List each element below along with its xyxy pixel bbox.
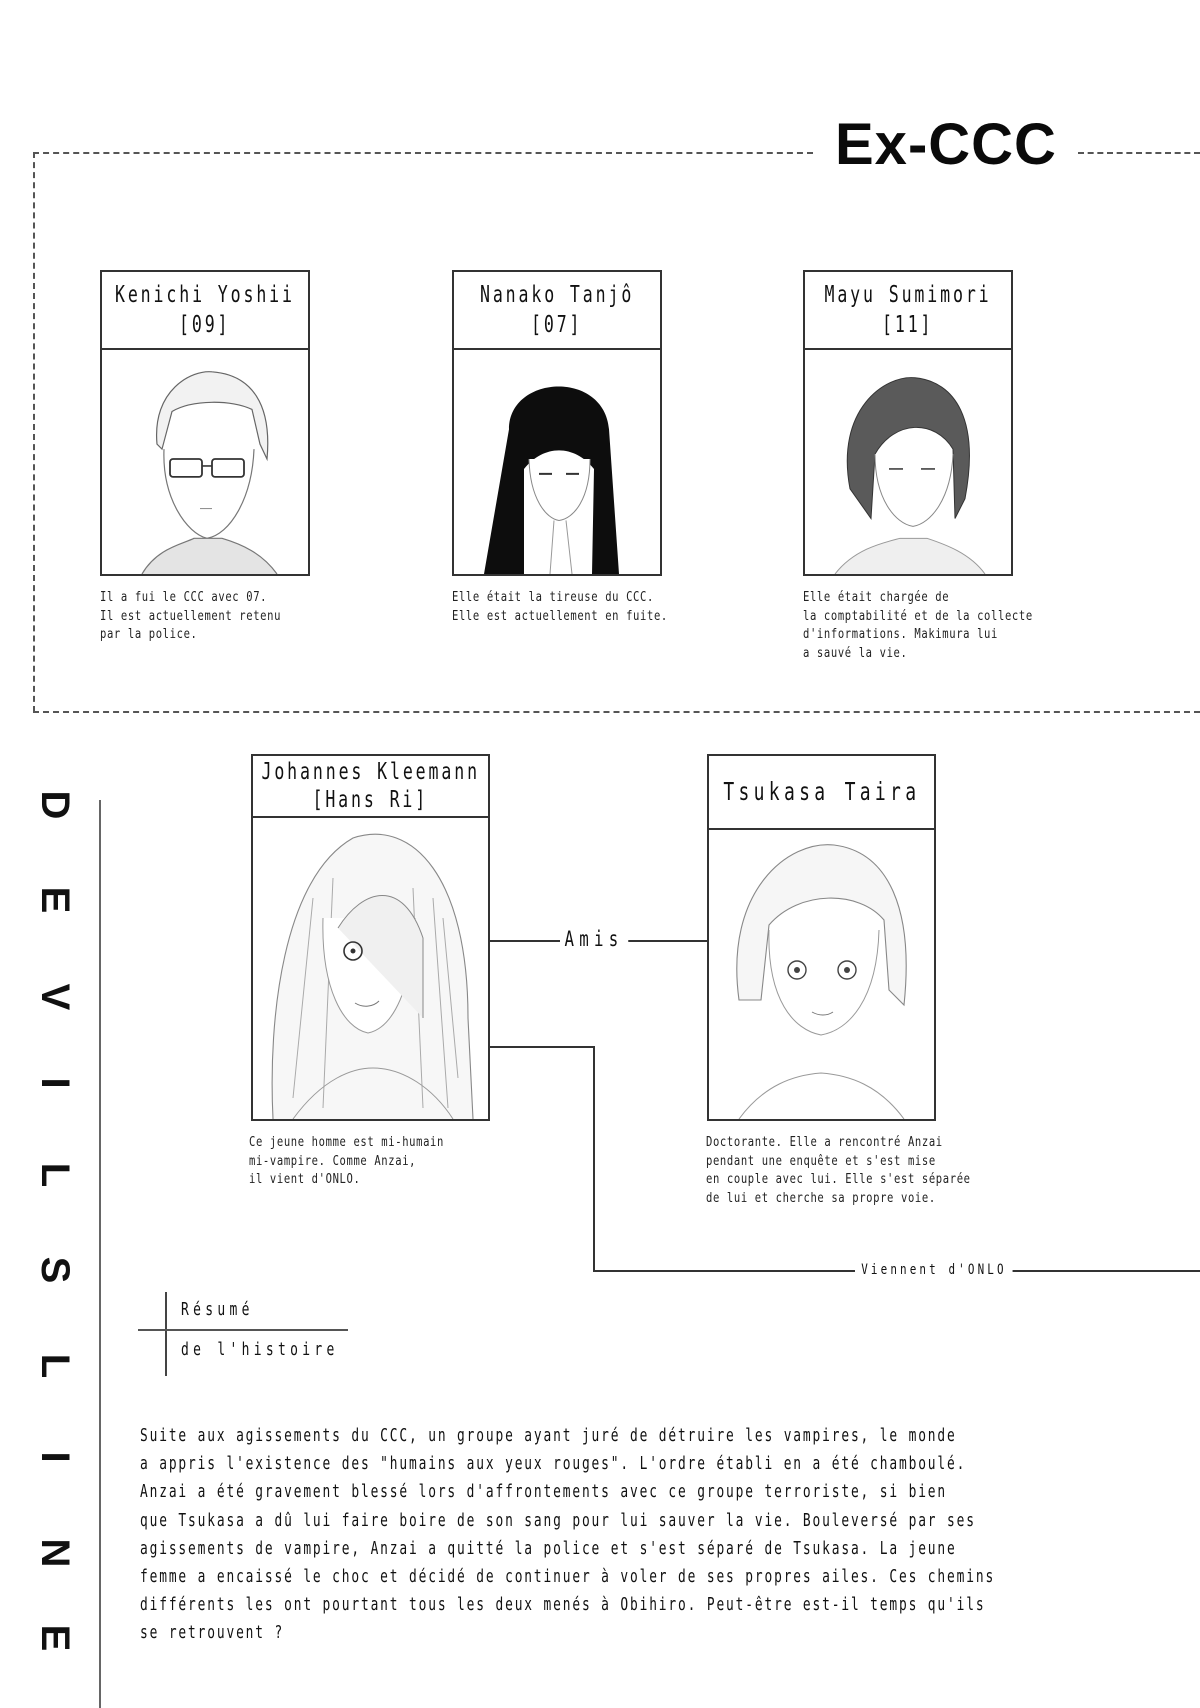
character-code: [11] [882,312,934,338]
resume-vertical-rule [165,1292,167,1376]
character-description-nanako: Elle était la tireuse du CCC.Elle est ac… [452,589,668,624]
card-header: Kenichi Yoshii [09] [102,272,308,350]
series-letter: V [33,983,78,1011]
character-name: Tsukasa Taira [722,777,921,806]
summary-line: différents les ont pourtant tous les deu… [140,1594,986,1616]
summary-line: Anzai a été gravement blessé lors d'affr… [140,1481,948,1503]
character-portrait-dark-bob-hair [805,350,1011,574]
relation-line-onlo-horizontal [490,1046,595,1048]
character-card-tsukasa: Tsukasa Taira [707,754,936,1121]
vertical-divider [99,800,101,1708]
relation-label-onlo: Viennent d'ONLO [855,1262,1013,1278]
frame-dashed-top-left [33,152,813,154]
resume-horizontal-rule [138,1329,348,1331]
summary-line: que Tsukasa a dû lui faire boire de son … [140,1509,976,1531]
card-header: Tsukasa Taira [709,756,934,830]
character-portrait-long-black-hair [454,350,660,574]
series-letter: D [33,790,78,820]
summary-line: Suite aux agissements du CCC, un groupe … [140,1425,957,1446]
summary-line: a appris l'existence des "humains aux ye… [140,1453,967,1475]
series-letter: L [33,1162,78,1188]
series-letter: E [33,1624,78,1652]
series-letter: E [33,886,78,914]
character-card-mayu: Mayu Sumimori [11] [803,270,1013,576]
character-card-nanako: Nanako Tanjô [07] [452,270,662,576]
resume-heading-line1: Résumé [181,1299,254,1320]
character-code: [09] [179,312,231,338]
character-portrait-short-light-hair [709,830,934,1119]
character-card-kenichi: Kenichi Yoshii [09] [100,270,310,576]
character-card-johannes: Johannes Kleemann [Hans Ri] [251,754,490,1121]
series-letter: I [33,1451,78,1463]
relation-label-friends: Amis [560,927,628,951]
frame-dashed-top-right [1078,152,1200,154]
series-letter: N [33,1538,78,1568]
card-header: Nanako Tanjô [07] [454,272,660,350]
frame-dashed-bottom [33,711,1200,713]
character-code: [07] [531,312,583,338]
frame-dashed-left [33,152,35,712]
character-name: Mayu Sumimori [824,282,992,308]
relation-line-onlo-vertical [593,1046,595,1272]
series-letter: S [33,1256,78,1284]
section-title: Ex-CCC [835,112,1057,177]
story-summary: Suite aux agissements du CCC, un groupe … [140,1422,1027,1648]
character-name: Kenichi Yoshii [115,282,295,308]
card-header: Mayu Sumimori [11] [805,272,1011,350]
character-portrait-long-light-hair [253,818,488,1119]
summary-line: femme a encaissé le choc et décidé de co… [140,1566,996,1588]
card-header: Johannes Kleemann [Hans Ri] [253,756,488,818]
character-description-kenichi: Il a fui le CCC avec 07.Il est actuellem… [100,589,282,642]
resume-heading-line2: de l'histoire [181,1339,339,1360]
summary-line: se retrouvent ? [140,1622,285,1644]
series-letter: I [33,1077,78,1089]
series-letter: L [33,1353,78,1379]
character-portrait-glasses-short-hair [102,350,308,574]
character-name: Johannes Kleemann [261,759,480,785]
summary-line: agissements de vampire, Anzai a quitté l… [140,1537,957,1559]
character-name: Nanako Tanjô [479,282,635,308]
character-alias: [Hans Ri] [312,787,429,813]
